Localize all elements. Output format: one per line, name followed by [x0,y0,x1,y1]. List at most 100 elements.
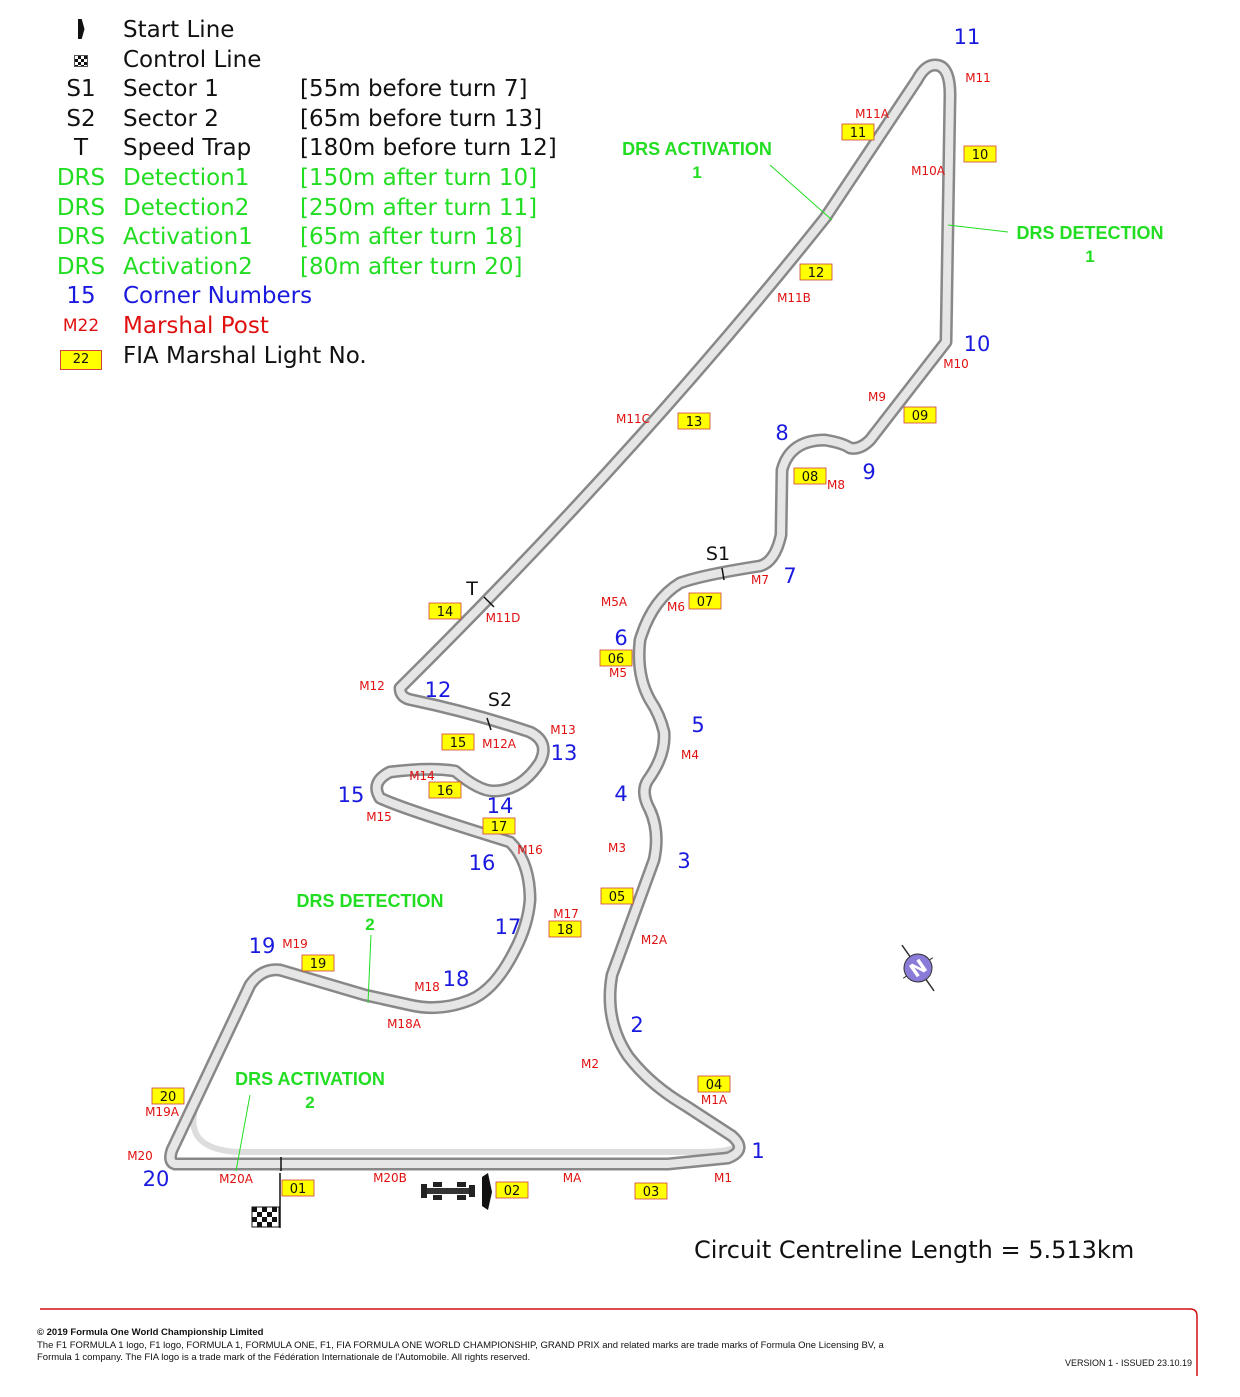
marshal-post-m11a: M11A [855,107,890,121]
marshal-post-m13: M13 [550,723,576,737]
label-drs-detection-1-number: 1 [1085,247,1094,266]
marshal-post-m17: M17 [553,907,579,921]
marshal-light-number: 01 [290,1182,307,1197]
marshal-post-m15: M15 [366,810,392,824]
marshal-light-box [793,467,827,485]
marshal-light-box [697,1075,731,1093]
marshal-light-box [677,412,711,430]
version-label: VERSION 1 - ISSUED 23.10.19 [1064,1358,1192,1368]
label-drs-detection-2: DRS DETECTION [296,891,443,911]
marshal-light-01: 01 [281,1179,315,1197]
label-drs-activation-2-number: 2 [305,1093,314,1112]
corner-number-13: 13 [551,741,578,765]
marshal-light-number: 05 [609,890,626,905]
label-drs-detection-1: DRS DETECTION [1016,223,1163,243]
start-line-icon [77,19,85,39]
marshal-light-number: 10 [972,148,989,163]
marshal-post-m12: M12 [359,679,385,693]
marshal-post-m7: M7 [751,573,769,587]
corner-number-2: 2 [630,1013,643,1037]
marshal-light-box [688,592,722,610]
marshal-post-m20a: M20A [219,1172,254,1186]
corner-number-14: 14 [487,794,514,818]
marshal-light-number: 06 [608,652,625,667]
pit-lane [190,1109,742,1155]
marshal-light-08: 08 [793,467,827,485]
marshal-light-box [428,602,462,620]
marshal-post-m1a: M1A [701,1093,728,1107]
marshal-post-m5a: M5A [601,595,628,609]
marshal-post-m20: M20 [127,1149,153,1163]
marshal-light-04: 04 [697,1075,731,1093]
marshal-post-m8: M8 [827,478,845,492]
marshal-light-number: 09 [912,409,929,424]
marshal-light-05: 05 [600,887,634,905]
speed-trap-tick [483,596,495,608]
marshal-light-number: 03 [643,1185,660,1200]
marshal-post-m11: M11 [965,71,991,85]
corner-number-4: 4 [614,782,627,806]
marshal-post-m12a: M12A [482,737,517,751]
marshal-light-18: 18 [548,920,582,938]
sector1-tick [721,567,725,581]
marshal-light-box [441,733,475,751]
marshal-post-m2: M2 [581,1057,599,1071]
sector2-tick [486,717,492,731]
drs-activation-2-line [235,1094,251,1172]
label-drs-activation-2: DRS ACTIVATION [235,1069,385,1089]
marshal-light-10: 10 [963,145,997,163]
marshal-post-m11b: M11B [777,291,811,305]
control-line-flag-icon [74,54,88,67]
marshal-post-m10a: M10A [911,164,946,178]
marshal-light-number: 04 [706,1078,723,1093]
drs-detection-1-line [947,224,1009,233]
marshal-post-m2a: M2A [641,933,668,947]
marshal-light-20: 20 [151,1087,185,1105]
corner-number-3: 3 [677,849,690,873]
marshal-light-19: 19 [301,954,335,972]
marshal-light-number: 11 [850,126,867,141]
marshal-light-box [903,406,937,424]
race-track [164,58,957,1171]
corner-number-18: 18 [443,967,470,991]
marshal-light-14: 14 [428,602,462,620]
label-drs-activation-1-number: 1 [692,163,701,182]
marshal-light-box [799,263,833,281]
marshal-light-box [599,649,633,667]
marshal-post-m3: M3 [608,841,626,855]
marshal-light-11: 11 [841,123,875,141]
corner-number-17: 17 [495,915,522,939]
marshal-post-m6: M6 [667,600,685,614]
marshal-light-box [634,1182,668,1200]
marshal-light-02: 02 [495,1181,529,1199]
marshal-light-number: 13 [686,415,703,430]
marshal-light-box [548,920,582,938]
marshal-light-box [301,954,335,972]
marshal-light-number: 07 [697,595,714,610]
marshal-post-m10: M10 [943,357,969,371]
marshal-light-number: 14 [437,605,454,620]
corner-number-1: 1 [751,1139,764,1163]
footer-trademark-line-2: Formula 1 company. The FIA logo is a tra… [37,1352,531,1363]
marshal-post-m5: M5 [609,666,627,680]
marshal-light-number: 17 [491,820,508,835]
control-line-flag-icon [251,1173,281,1228]
marshal-light-box [151,1087,185,1105]
corner-number-11: 11 [954,25,981,49]
sector-marker-s2: S2 [488,689,512,711]
marshal-post-m19: M19 [282,937,308,951]
marshal-light-number: 18 [557,923,574,938]
circuit-length: Circuit Centreline Length = 5.513km [694,1236,1135,1264]
marshal-post-m14: M14 [409,769,435,783]
corner-number-15: 15 [338,783,365,807]
marshal-post-m18a: M18A [387,1017,422,1031]
corner-number-19: 19 [249,934,276,958]
marshal-light-number: 08 [802,470,819,485]
marshal-light-box [495,1181,529,1199]
